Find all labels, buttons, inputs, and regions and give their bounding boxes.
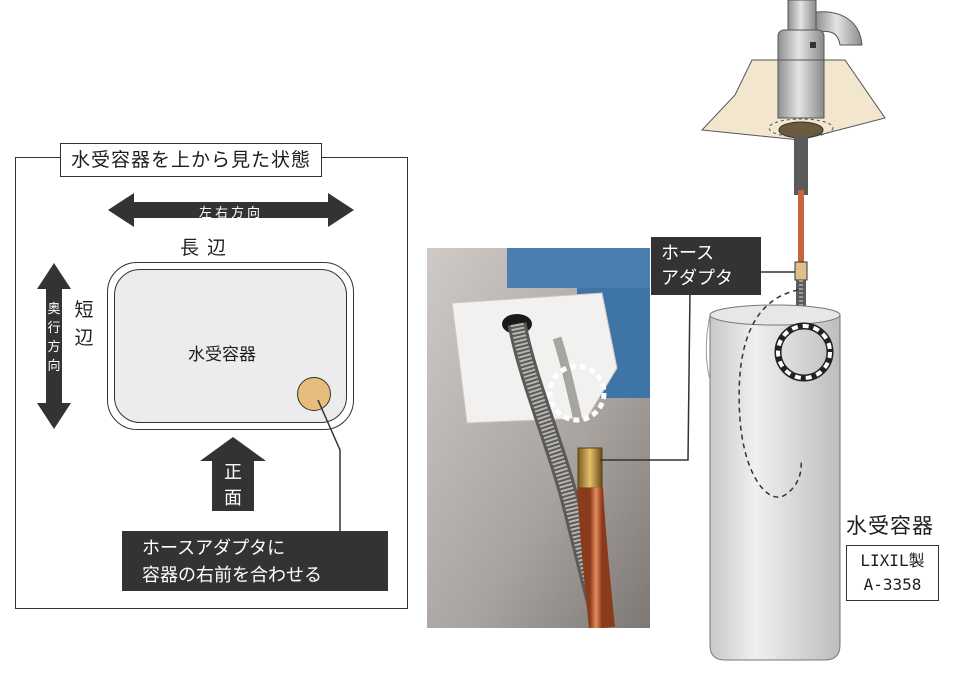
- left-right-direction-label: 左右方向: [198, 206, 263, 221]
- hose-adapter-photo: [427, 248, 650, 628]
- front-label: 正面: [224, 462, 242, 509]
- depth-direction-label: 奥行方向: [47, 302, 61, 374]
- hose-adapter-label-line-1: ホース: [661, 243, 715, 264]
- hose-adapter-label: ホース アダプタ: [651, 237, 761, 295]
- instruction-line-2: 容器の右前を合わせる: [142, 565, 322, 586]
- product-info-box: LIXIL製 A-3358: [846, 545, 939, 601]
- instruction-callout: ホースアダプタに 容器の右前を合わせる: [122, 531, 388, 591]
- front-arrow: [200, 437, 266, 511]
- hose-adapter-label-line-2: アダプタ: [661, 268, 733, 289]
- product-model: A-3358: [863, 575, 922, 594]
- long-side-label: 長辺: [180, 237, 235, 259]
- callout-leader-line: [317, 399, 341, 531]
- top-view-title: 水受容器を上から見た状態: [60, 143, 323, 177]
- hose-adapter-position-marker: [297, 377, 331, 411]
- product-maker: LIXIL製: [860, 551, 925, 570]
- short-side-label: 短辺: [74, 299, 94, 349]
- container-label: 水受容器: [846, 514, 934, 538]
- faucet-and-container-illustration: [700, 0, 886, 661]
- instruction-line-1: ホースアダプタに: [142, 538, 286, 559]
- left-right-arrow: [108, 193, 354, 227]
- depth-arrow: [37, 263, 71, 429]
- hose-label-leader-line: [600, 289, 691, 461]
- basin-label: 水受容器: [188, 345, 256, 365]
